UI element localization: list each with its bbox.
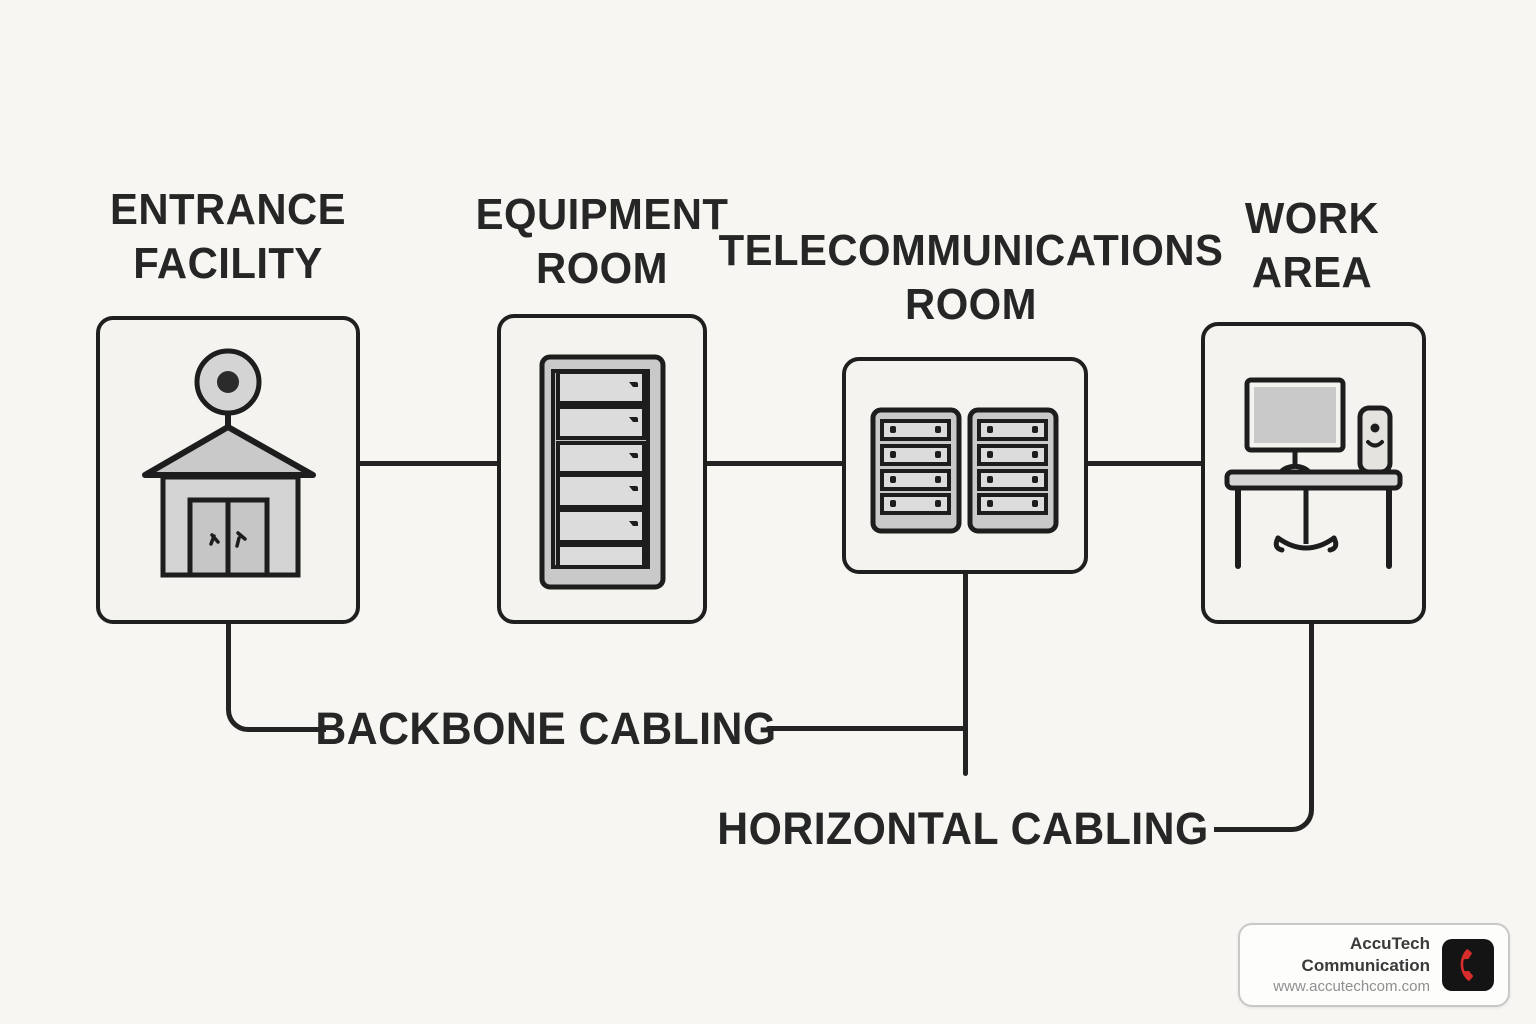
branding-card: AccuTech Communication www.accutechcom.c…: [1238, 923, 1510, 1007]
work-title-line1: WORK: [1244, 194, 1380, 243]
equipment-room-box: [497, 314, 707, 624]
horizontal-cable-line-right: [1214, 622, 1314, 832]
company-name: AccuTech Communication: [1301, 934, 1430, 975]
entrance-title-line1: ENTRANCE: [109, 185, 347, 234]
telecom-title-line1: TELECOMMUNICATIONS: [718, 226, 1224, 275]
phone-badge: [1442, 939, 1494, 991]
backbone-cable-line-right: [766, 726, 967, 731]
work-area-box: [1201, 322, 1426, 624]
entrance-facility-title: ENTRANCE FACILITY: [110, 183, 346, 291]
connector-equipment-telecom: [705, 461, 844, 466]
backbone-cable-line-left: [226, 622, 326, 732]
equipment-room-title: EQUIPMENT ROOM: [476, 188, 729, 296]
phone-icon: [1460, 949, 1474, 981]
branding-text: AccuTech Communication www.accutechcom.c…: [1250, 933, 1430, 997]
connector-telecom-work: [1086, 461, 1203, 466]
telecommunications-room-title: TELECOMMUNICATIONS ROOM: [719, 224, 1224, 332]
backbone-cabling-label: BACKBONE CABLING: [315, 703, 777, 754]
telecom-title-line2: ROOM: [905, 280, 1037, 329]
connector-entrance-equipment: [358, 461, 499, 466]
equipment-title-line1: EQUIPMENT: [475, 190, 729, 239]
entrance-facility-box: [96, 316, 360, 624]
house-antenna-icon: [142, 348, 316, 578]
work-area-title: WORK AREA: [1245, 192, 1379, 300]
telecom-drop-line: [963, 572, 968, 776]
workstation-desk-icon: [1224, 377, 1403, 569]
horizontal-cabling-label: HORIZONTAL CABLING: [717, 803, 1209, 854]
patch-panel-icon: [870, 407, 1059, 534]
entrance-title-line2: FACILITY: [133, 239, 323, 288]
company-website: www.accutechcom.com: [1273, 978, 1430, 995]
server-rack-icon: [539, 354, 666, 590]
telecommunications-room-box: [842, 357, 1088, 574]
equipment-title-line2: ROOM: [536, 244, 668, 293]
work-title-line2: AREA: [1251, 248, 1373, 297]
